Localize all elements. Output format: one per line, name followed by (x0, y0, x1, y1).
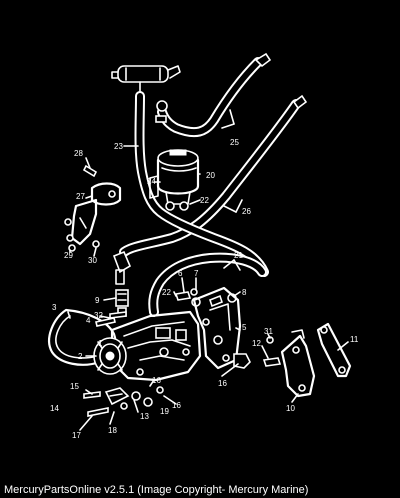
bolts-right (262, 336, 282, 367)
image-caption: MercuryPartsOnline v2.5.1 (Image Copyrig… (4, 484, 309, 496)
screws-small (64, 164, 100, 252)
callout-17: 17 (72, 431, 81, 440)
callout-22: 22 (200, 196, 209, 205)
callout-7: 7 (194, 269, 199, 278)
callout-21: 21 (234, 251, 243, 260)
hose-long (119, 94, 308, 257)
bolts-left (95, 311, 127, 327)
callout-19: 19 (160, 407, 169, 416)
hose-lower (148, 252, 267, 317)
hose-upper-right (157, 52, 272, 138)
lower-hardware (83, 386, 164, 417)
parts-diagram: 23 28 25 20 24 22 27 26 29 30 21 6 7 8 9… (48, 52, 359, 440)
link-11 (316, 322, 352, 378)
callout-22b: 22 (162, 288, 171, 297)
callout-2: 2 (78, 352, 83, 361)
callout-labels: 23 28 25 20 24 22 27 26 29 30 21 6 7 8 9… (50, 138, 359, 440)
fittings (112, 250, 132, 317)
callout-6: 6 (178, 269, 183, 278)
callout-27: 27 (76, 192, 85, 201)
callout-16: 16 (152, 376, 161, 385)
callout-23: 23 (114, 142, 123, 151)
callout-30: 30 (88, 256, 97, 265)
callout-31: 31 (264, 327, 273, 336)
clamp (155, 100, 168, 123)
bracket-27 (70, 182, 122, 246)
callout-24: 24 (147, 177, 156, 186)
callout-16b: 16 (218, 379, 227, 388)
callout-18: 18 (108, 426, 117, 435)
callout-28: 28 (74, 149, 83, 158)
callout-26: 26 (242, 207, 251, 216)
leader-lines (67, 109, 349, 431)
callout-11: 11 (350, 335, 359, 344)
reservoir (156, 149, 200, 205)
bracket-5 (192, 286, 242, 370)
callout-9: 9 (95, 296, 100, 305)
callout-5: 5 (242, 323, 247, 332)
reservoir-bracket (149, 175, 189, 211)
pulley (93, 337, 127, 375)
plate-10 (280, 329, 316, 398)
callout-32: 32 (94, 311, 103, 320)
callout-14: 14 (50, 404, 59, 413)
callout-12: 12 (252, 339, 261, 348)
callout-13: 13 (140, 412, 149, 421)
callout-3: 3 (52, 303, 57, 312)
tee-fitting (111, 65, 181, 97)
pump-body (110, 310, 202, 382)
callout-25: 25 (230, 138, 239, 147)
hose-return (134, 91, 269, 277)
callout-8: 8 (242, 288, 247, 297)
callout-16c: 16 (172, 401, 181, 410)
callout-29: 29 (64, 251, 73, 260)
callout-15: 15 (70, 382, 79, 391)
callout-1: 1 (98, 339, 103, 348)
callout-4: 4 (86, 316, 91, 325)
callout-10: 10 (286, 404, 295, 413)
callout-20: 20 (206, 171, 215, 180)
